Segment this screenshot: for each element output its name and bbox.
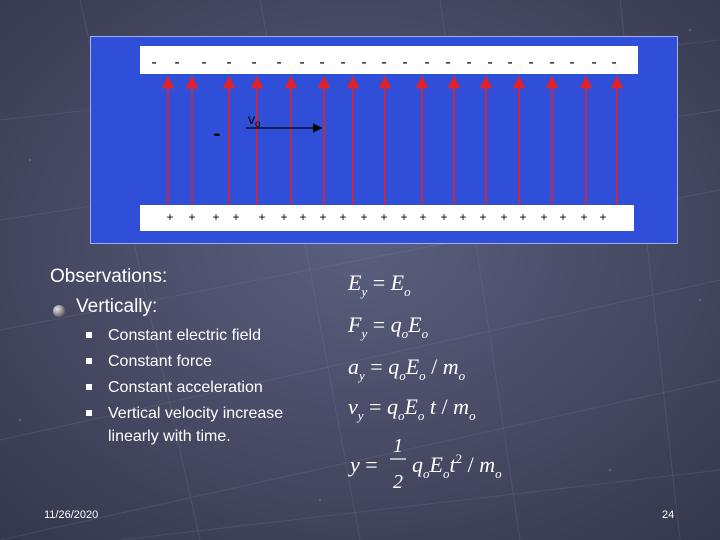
vertically-label: Vertically:	[76, 296, 158, 317]
positive-sign: +	[500, 210, 507, 224]
bullet-icon	[53, 305, 65, 317]
positive-sign: +	[440, 210, 447, 224]
svg-text:qoEot2 / mo: qoEot2 / mo	[412, 451, 502, 481]
negative-sign: -	[276, 54, 281, 71]
negative-sign: -	[591, 54, 596, 71]
equation-position: y = 1 2 qoEot2 / mo	[348, 435, 502, 493]
svg-text:2: 2	[393, 471, 403, 493]
positive-plate	[140, 205, 634, 231]
negative-sign: -	[466, 54, 471, 71]
positive-sign: +	[232, 210, 239, 224]
svg-text:y =: y =	[348, 452, 378, 477]
square-bullet-icon	[86, 384, 92, 390]
electric-field-lines	[161, 75, 624, 205]
negative-sign: -	[201, 54, 206, 71]
positive-sign: +	[212, 210, 219, 224]
positive-sign: +	[280, 210, 287, 224]
negative-plate	[140, 46, 638, 74]
positive-sign: +	[400, 210, 407, 224]
positive-sign: +	[599, 210, 606, 224]
equations-block: Ey = Eo Fy = qoEo ay = qoEo / mo vy = qo…	[347, 270, 502, 493]
positive-sign: +	[559, 210, 566, 224]
list-item-text: Vertical velocity increase linearly with…	[108, 405, 284, 445]
negative-sign: -	[402, 54, 407, 71]
slide-date: 11/26/2020	[44, 509, 99, 521]
bottom-plate-signs: + + + + + + + + + + + + + + + + + + + + + +	[166, 210, 606, 224]
positive-sign: +	[459, 210, 466, 224]
equation-force: Fy = qoEo	[347, 312, 429, 341]
square-bullet-icon	[86, 332, 92, 338]
list-item-text: Constant electric field	[108, 327, 261, 344]
equation-acceleration: ay = qoEo / mo	[348, 354, 466, 383]
negative-sign: -	[381, 54, 386, 71]
negative-sign: -	[611, 54, 616, 71]
negative-sign: -	[549, 54, 554, 71]
positive-sign: +	[419, 210, 426, 224]
velocity-label: vo	[248, 111, 261, 130]
negative-sign: -	[174, 54, 179, 71]
positive-sign: +	[479, 210, 486, 224]
negative-sign: -	[445, 54, 450, 71]
positive-sign: +	[540, 210, 547, 224]
negative-sign: -	[151, 54, 156, 71]
negative-sign: -	[340, 54, 345, 71]
positive-sign: +	[299, 210, 306, 224]
slide-number: 24	[662, 509, 675, 521]
positive-sign: +	[380, 210, 387, 224]
list-item-text: Constant acceleration	[108, 379, 263, 396]
negative-sign: -	[226, 54, 231, 71]
observations-heading: Observations:	[50, 266, 168, 287]
square-bullet-icon	[86, 358, 92, 364]
positive-sign: +	[519, 210, 526, 224]
positive-sign: +	[319, 210, 326, 224]
equation-field: Ey = Eo	[347, 270, 411, 299]
positive-sign: +	[360, 210, 367, 224]
negative-sign: -	[361, 54, 366, 71]
electron-charge-label: -	[214, 123, 221, 145]
negative-sign: -	[507, 54, 512, 71]
positive-sign: +	[339, 210, 346, 224]
svg-text:1: 1	[393, 435, 403, 457]
negative-sign: -	[251, 54, 256, 71]
positive-sign: +	[580, 210, 587, 224]
equation-velocity: vy = qoEo t / mo	[348, 394, 476, 423]
negative-sign: -	[528, 54, 533, 71]
positive-sign: +	[258, 210, 265, 224]
negative-sign: -	[299, 54, 304, 71]
square-bullet-icon	[86, 410, 92, 416]
negative-sign: -	[569, 54, 574, 71]
negative-sign: -	[319, 54, 324, 71]
list-item-text: Constant force	[108, 353, 213, 370]
negative-sign: -	[424, 54, 429, 71]
positive-sign: +	[166, 210, 173, 224]
negative-sign: -	[487, 54, 492, 71]
positive-sign: +	[188, 210, 195, 224]
top-plate-signs: ----------------------	[151, 54, 616, 71]
